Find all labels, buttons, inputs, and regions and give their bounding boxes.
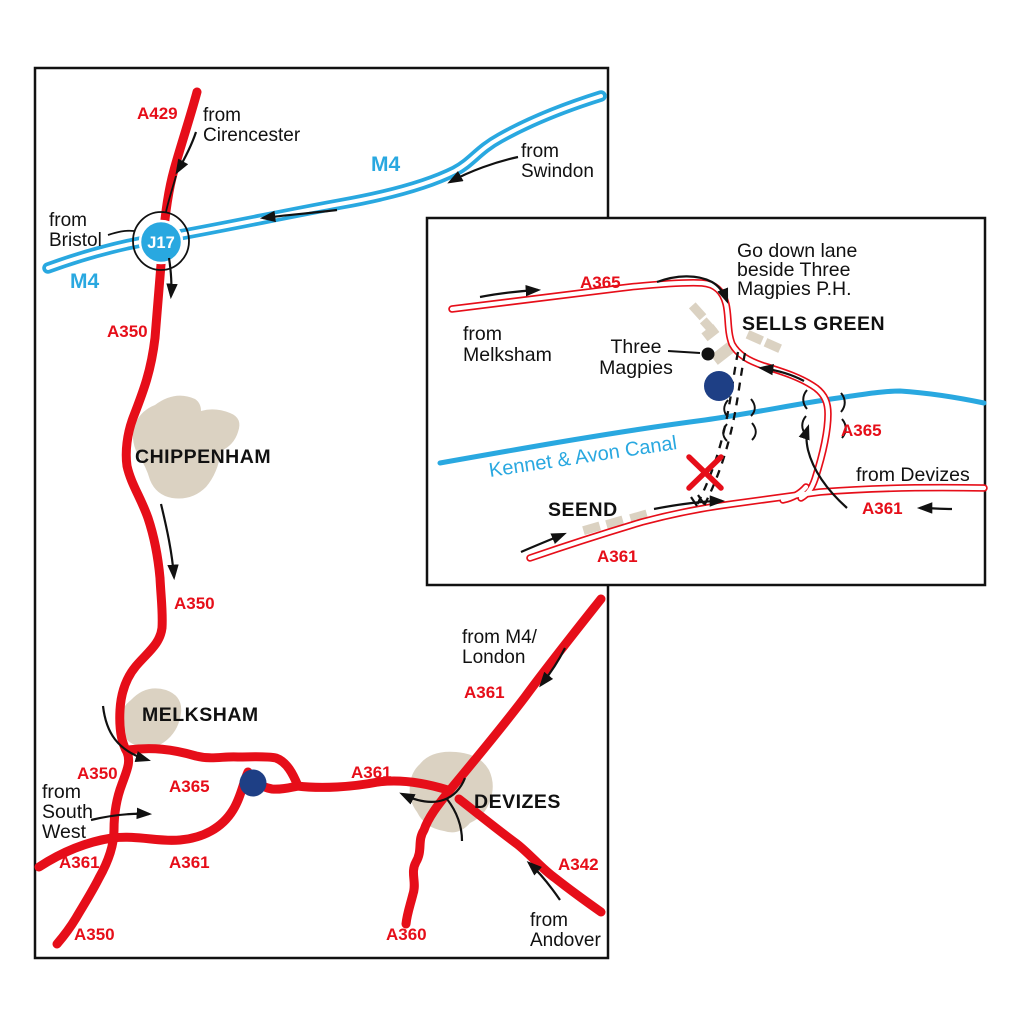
label-from-south-west-3: West (42, 821, 87, 843)
label-a350-west: A350 (77, 764, 118, 783)
label-from-m4-london-1: from M4/ (462, 627, 538, 648)
canal-bridge-marks (722, 389, 847, 442)
arrow-melksham-upper (101, 705, 151, 763)
label-a361-northeast: A361 (464, 683, 505, 702)
arrow-from-cirencester (175, 131, 198, 175)
label-go-down-lane-2: beside Three (737, 259, 850, 281)
no-access-x-icon (686, 454, 724, 491)
label-go-down-lane-1: Go down lane (737, 240, 857, 262)
label-from-south-west-1: from (42, 781, 81, 803)
arrow-devizes-bypass-tail (446, 798, 464, 842)
j17-junction-circle (138, 219, 184, 265)
label-three-magpies-2: Magpies (599, 357, 673, 379)
label-a350-mid: A350 (174, 594, 215, 613)
arrow-from-devizes (916, 502, 953, 514)
kennet-avon-canal (437, 388, 987, 466)
label-from-bristol-1: from (49, 210, 87, 231)
arrow-a365-eastbound (479, 284, 542, 299)
arrow-into-lane (656, 275, 729, 304)
label-a360: A360 (386, 925, 427, 944)
label-a365-main: A365 (169, 777, 210, 796)
lane-dashed-track (694, 351, 747, 509)
road-a342 (454, 794, 606, 917)
label-from-melksham-1: from (463, 323, 502, 345)
arrow-a350-south (159, 503, 179, 581)
label-a361-south: A361 (169, 853, 210, 872)
arrow-a365-northbound (798, 424, 848, 509)
label-from-andover-1: from (530, 910, 568, 931)
arrow-turn-left-to-lane (757, 363, 805, 382)
road-a361-southwest (34, 767, 303, 872)
label-a361-west: A361 (351, 763, 392, 782)
arrow-from-andover (526, 860, 561, 901)
label-from-cirencester-2: Cirencester (203, 125, 301, 146)
label-from-cirencester-1: from (203, 105, 241, 126)
arrow-m4-westbound (259, 208, 338, 223)
label-a361-southwest: A361 (59, 853, 100, 872)
label-a350-upper: A350 (107, 322, 148, 341)
arrow-melksham-lower (90, 807, 153, 822)
j17-label: J17 (147, 234, 175, 252)
j17-roundabout-ring (132, 211, 190, 271)
arrow-devizes-bypass (399, 777, 467, 805)
lane-crossing-tick-2 (697, 494, 705, 505)
arrow-seend-eastbound (520, 532, 567, 554)
town-area-chippenham (132, 395, 240, 499)
label-a361-seend: A361 (597, 547, 638, 566)
label-from-swindon-2: Swindon (521, 161, 594, 182)
road-a365-main (123, 744, 303, 791)
label-a342: A342 (558, 855, 599, 874)
label-a350-bottom: A350 (74, 925, 115, 944)
inset-map-frame (425, 216, 987, 587)
road-a361-a360-diagonal (401, 594, 606, 929)
label-from-devizes: from Devizes (856, 464, 970, 486)
from-bristol-leader-line (107, 229, 135, 236)
three-magpies-dot (701, 347, 715, 361)
inset-map: A365 from Melksham Go down lane beside T… (425, 216, 988, 587)
arrow-from-swindon (447, 155, 519, 184)
arrow-seend-to-junction (653, 495, 726, 511)
road-a361-inset-fill (527, 485, 987, 561)
arrow-from-m4-london (539, 647, 566, 688)
label-chippenham: CHIPPENHAM (135, 446, 271, 468)
town-area-melksham (119, 688, 182, 748)
label-three-magpies-1: Three (611, 336, 662, 358)
lane-crossing-tick-1 (690, 496, 698, 507)
label-m4-west: M4 (70, 270, 99, 293)
road-a365-inset-fill (449, 280, 831, 501)
label-from-andover-2: Andover (530, 930, 601, 951)
three-magpies-leader-line (667, 350, 701, 354)
label-a429: A429 (137, 104, 178, 123)
label-melksham: MELKSHAM (142, 704, 259, 726)
label-from-melksham-2: Melksham (463, 344, 552, 366)
road-junction-spur-fill (780, 484, 809, 503)
label-from-bristol-2: Bristol (49, 230, 102, 251)
label-a361-devizes: A361 (862, 499, 903, 518)
label-sells-green: SELLS GREEN (742, 313, 885, 335)
label-seend: SEEND (548, 499, 618, 521)
venue-dot-main (239, 769, 267, 797)
label-a365-inset-east: A365 (841, 421, 882, 440)
road-a361-west (292, 776, 453, 795)
venue-dot-inset (704, 371, 734, 401)
roundabout-approach-line (165, 175, 177, 213)
label-from-south-west-2: South (42, 801, 93, 823)
label-m4-east: M4 (371, 153, 400, 176)
label-from-m4-london-2: London (462, 647, 525, 668)
village-building-dashes (582, 302, 782, 536)
arrow-j17-south (166, 257, 178, 300)
label-from-swindon-1: from (521, 141, 559, 162)
label-devizes: DEVIZES (474, 791, 561, 813)
label-go-down-lane-3: Magpies P.H. (737, 278, 852, 300)
label-a365-inset-west: A365 (580, 273, 621, 292)
